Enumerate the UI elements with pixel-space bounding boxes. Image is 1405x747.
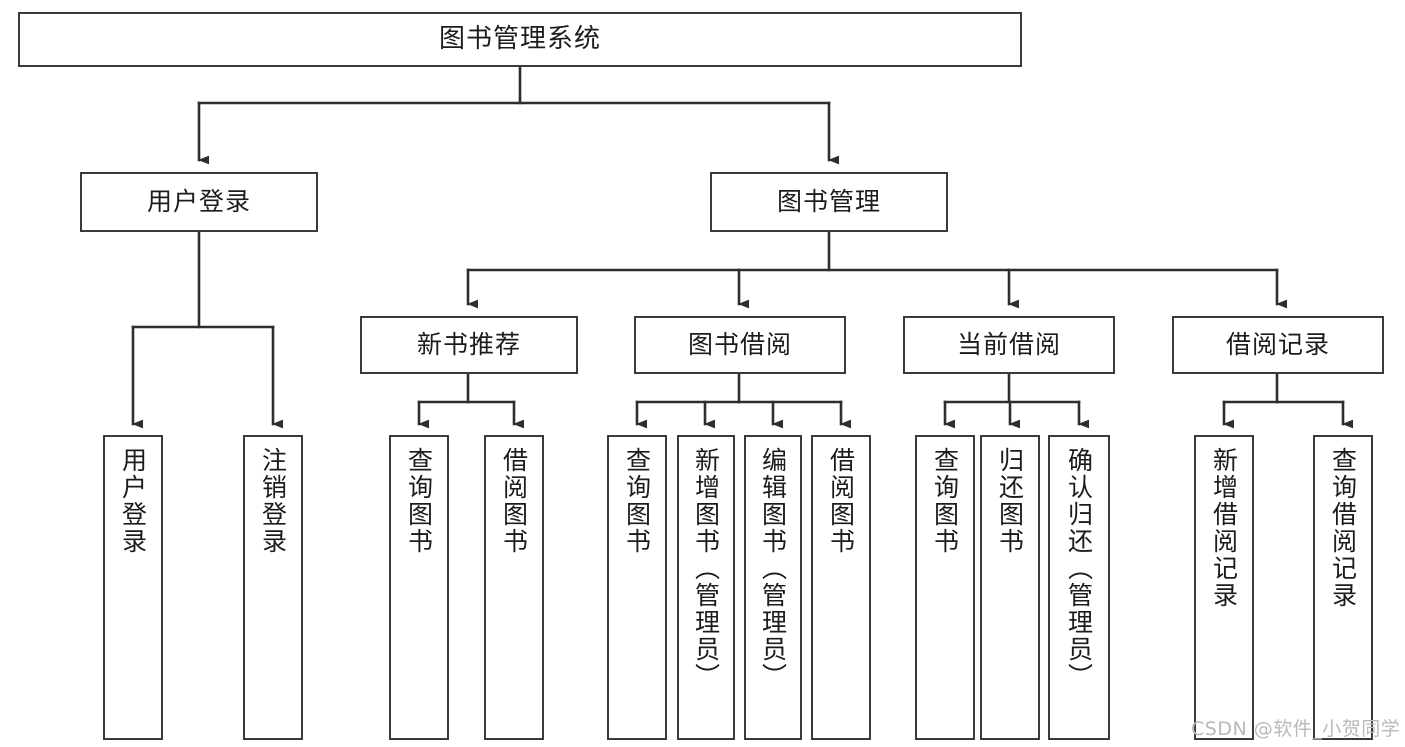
node-label: 用户登录 xyxy=(146,187,251,217)
leaf-add-book-admin[interactable]: 新增图书（管理员） xyxy=(677,435,735,740)
leaf-user-login[interactable]: 用户登录 xyxy=(103,435,163,740)
leaf-query-borrow-record[interactable]: 查询借阅记录 xyxy=(1313,435,1373,740)
node-label: 当前借阅 xyxy=(956,330,1061,360)
node-root-system[interactable]: 图书管理系统 xyxy=(18,12,1022,67)
node-current-borrow[interactable]: 当前借阅 xyxy=(903,316,1115,374)
leaf-user-logout[interactable]: 注销登录 xyxy=(243,435,303,740)
node-label: 图书管理 xyxy=(776,187,881,217)
leaf-query-book-new[interactable]: 查询图书 xyxy=(389,435,449,740)
node-user-login[interactable]: 用户登录 xyxy=(80,172,318,232)
node-label: 借阅记录 xyxy=(1225,330,1330,360)
node-label: 新增图书（管理员） xyxy=(691,447,721,690)
node-label: 查询借阅记录 xyxy=(1328,447,1358,609)
node-label: 新增借阅记录 xyxy=(1209,447,1239,609)
node-label: 确认归还（管理员） xyxy=(1064,447,1094,690)
leaf-add-borrow-record[interactable]: 新增借阅记录 xyxy=(1194,435,1254,740)
csdn-watermark: CSDN @软件_小贺同学 xyxy=(1191,718,1401,740)
leaf-borrow-book-new[interactable]: 借阅图书 xyxy=(484,435,544,740)
node-book-management[interactable]: 图书管理 xyxy=(710,172,948,232)
leaf-borrow-book[interactable]: 借阅图书 xyxy=(811,435,871,740)
node-label: 用户登录 xyxy=(118,447,148,555)
leaf-edit-book-admin[interactable]: 编辑图书（管理员） xyxy=(744,435,802,740)
node-book-borrow[interactable]: 图书借阅 xyxy=(634,316,846,374)
node-label: 注销登录 xyxy=(258,447,288,555)
node-label: 编辑图书（管理员） xyxy=(758,447,788,690)
node-label: 借阅图书 xyxy=(826,447,856,555)
node-borrow-record[interactable]: 借阅记录 xyxy=(1172,316,1384,374)
node-label: 图书借阅 xyxy=(687,330,792,360)
node-label: 图书管理系统 xyxy=(438,24,601,55)
node-label: 归还图书 xyxy=(995,447,1025,555)
node-label: 新书推荐 xyxy=(416,330,521,360)
node-label: 借阅图书 xyxy=(499,447,529,555)
leaf-query-book-borrow[interactable]: 查询图书 xyxy=(607,435,667,740)
leaf-return-book[interactable]: 归还图书 xyxy=(980,435,1040,740)
node-new-book-recommend[interactable]: 新书推荐 xyxy=(360,316,578,374)
node-label: 查询图书 xyxy=(404,447,434,555)
leaf-confirm-return-admin[interactable]: 确认归还（管理员） xyxy=(1048,435,1110,740)
node-label: 查询图书 xyxy=(930,447,960,555)
node-label: 查询图书 xyxy=(622,447,652,555)
leaf-query-book-current[interactable]: 查询图书 xyxy=(915,435,975,740)
